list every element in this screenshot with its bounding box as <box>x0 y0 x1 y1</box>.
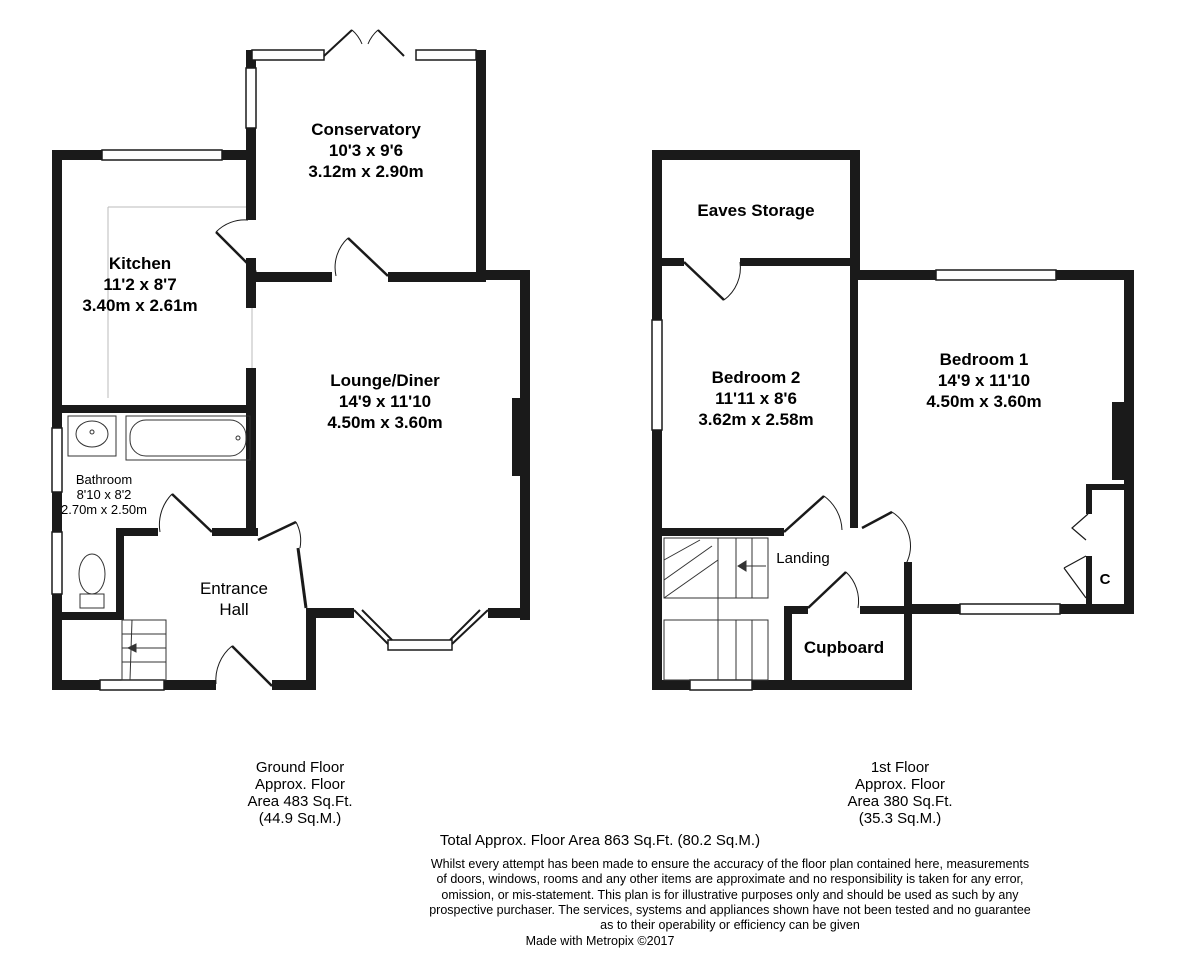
disclaimer-line: of doors, windows, rooms and any other i… <box>436 872 1024 887</box>
disclaimer-line: omission, or mis-statement. This plan is… <box>441 887 1019 902</box>
svg-text:14'9 x 11'10: 14'9 x 11'10 <box>339 392 431 411</box>
bedroom-1-label: Bedroom 1 14'9 x 11'10 4.50m x 3.60m <box>926 350 1041 411</box>
disclaimer-line: prospective purchaser. The services, sys… <box>429 902 1031 917</box>
conservatory-label: Conservatory 10'3 x 9'6 3.12m x 2.90m <box>308 120 423 181</box>
first-floor-stairs <box>663 537 769 681</box>
bedroom-2-label: Bedroom 2 11'11 x 8'6 3.62m x 2.58m <box>698 368 813 429</box>
lounge-label: Lounge/Diner 14'9 x 11'10 4.50m x 3.60m <box>327 371 442 432</box>
ground-floor-area-caption: Ground Floor Approx. Floor Area 483 Sq.F… <box>220 759 380 827</box>
ground-floor-approx: Approx. Floor <box>254 776 346 793</box>
ground-floor-windows <box>51 49 477 691</box>
svg-text:3.40m x 2.61m: 3.40m x 2.61m <box>82 296 197 315</box>
svg-text:Bedroom 1: Bedroom 1 <box>940 350 1029 369</box>
svg-text:8'10 x 8'2: 8'10 x 8'2 <box>77 487 132 502</box>
cupboard-label: Cupboard <box>804 638 884 657</box>
ground-floor-area-sqft: Area 483 Sq.Ft. <box>247 793 353 810</box>
disclaimer-line: Whilst every attempt has been made to en… <box>430 857 1030 871</box>
svg-text:10'3 x 9'6: 10'3 x 9'6 <box>329 141 403 160</box>
eaves-storage-label: Eaves Storage <box>697 201 814 220</box>
conservatory-french-doors <box>323 29 405 57</box>
svg-text:Kitchen: Kitchen <box>109 254 171 273</box>
total-floor-area: Total Approx. Floor Area 863 Sq.Ft. (80.… <box>439 832 761 849</box>
svg-text:11'2 x 8'7: 11'2 x 8'7 <box>103 275 176 294</box>
ground-floor-walls <box>52 50 530 690</box>
first-floor-plan: Eaves Storage Bedroom 2 11'11 x 8'6 3.62… <box>651 150 1134 691</box>
svg-text:2.70m x 2.50m: 2.70m x 2.50m <box>61 502 147 517</box>
ground-floor-title: Ground Floor <box>255 759 345 776</box>
svg-text:3.62m x 2.58m: 3.62m x 2.58m <box>698 410 813 429</box>
svg-text:4.50m x 3.60m: 4.50m x 3.60m <box>926 392 1041 411</box>
svg-text:11'11 x 8'6: 11'11 x 8'6 <box>715 389 797 408</box>
svg-text:3.12m x 2.90m: 3.12m x 2.90m <box>308 162 423 181</box>
closet-label: C <box>1100 571 1111 588</box>
svg-text:14'9 x 11'10: 14'9 x 11'10 <box>938 371 1030 390</box>
first-floor-area-sqft: Area 380 Sq.Ft. <box>847 793 953 810</box>
svg-text:4.50m x 3.60m: 4.50m x 3.60m <box>327 413 442 432</box>
landing-label: Landing <box>776 550 829 567</box>
metropix-credit: Made with Metropix ©2017 <box>525 934 675 948</box>
first-floor-area-sqm: (35.3 Sq.M.) <box>858 810 942 827</box>
first-floor-title: 1st Floor <box>870 759 930 776</box>
svg-text:Entrance: Entrance <box>200 579 268 598</box>
ground-floor-stairs <box>121 619 167 681</box>
first-floor-area-caption: 1st Floor Approx. Floor Area 380 Sq.Ft. … <box>820 759 980 827</box>
svg-text:Conservatory: Conservatory <box>311 120 421 139</box>
kitchen-label: Kitchen 11'2 x 8'7 3.40m x 2.61m <box>82 254 197 315</box>
disclaimer-line: as to their operability or efficiency ca… <box>600 918 860 933</box>
ground-floor-doors <box>158 219 389 687</box>
first-floor-approx: Approx. Floor <box>854 776 946 793</box>
svg-text:Bathroom: Bathroom <box>76 472 132 487</box>
bathroom-label: Bathroom 8'10 x 8'2 2.70m x 2.50m <box>61 472 147 517</box>
entrance-hall-label: Entrance Hall <box>200 579 268 619</box>
first-floor-doors <box>683 261 1089 609</box>
svg-text:Lounge/Diner: Lounge/Diner <box>330 371 440 390</box>
disclaimer-text: Whilst every attempt has been made to en… <box>380 857 1080 933</box>
ground-floor-plan: Conservatory 10'3 x 9'6 3.12m x 2.90m Ki… <box>51 29 530 691</box>
svg-text:Hall: Hall <box>219 600 248 619</box>
first-floor-windows <box>651 269 1061 691</box>
svg-text:Bedroom 2: Bedroom 2 <box>712 368 801 387</box>
bathroom-fixtures <box>67 415 251 609</box>
ground-floor-area-sqm: (44.9 Sq.M.) <box>258 810 342 827</box>
